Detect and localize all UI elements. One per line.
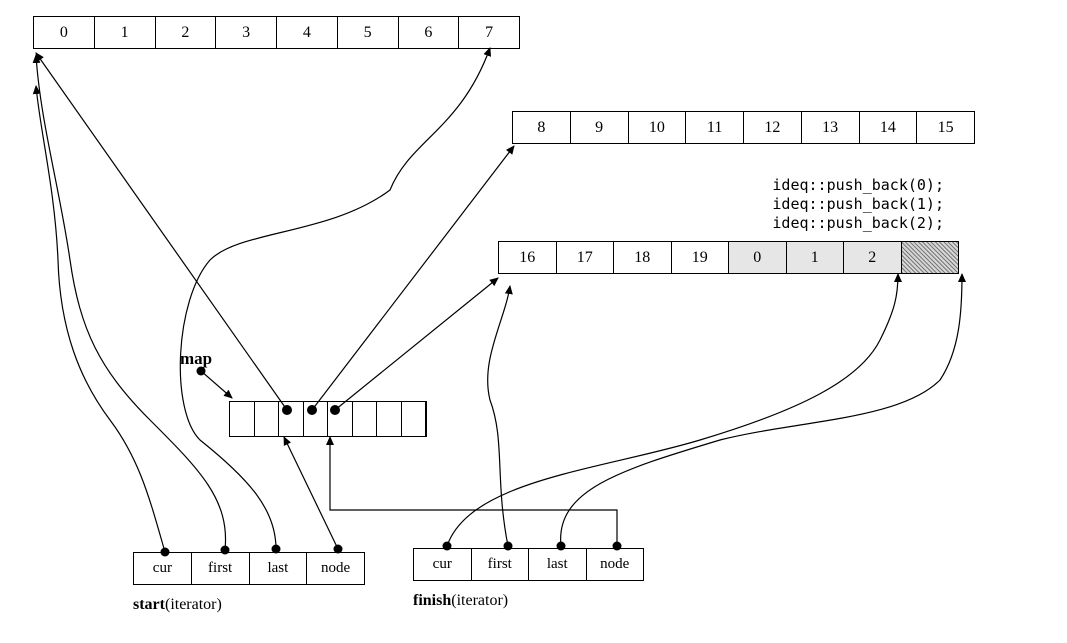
buffer-0-7: 0 1 2 3 4 5 6 7 — [33, 16, 520, 49]
code-line: ideq::push_back(1); — [772, 195, 944, 213]
code-line: ideq::push_back(0); — [772, 176, 944, 194]
map-slot — [402, 402, 426, 436]
start-cur-arrow — [32, 85, 166, 553]
iter-field-cur: cur — [134, 553, 192, 584]
start-cur-dot — [160, 547, 170, 557]
finish-first-dot — [503, 541, 513, 551]
map-slot-to-buffer2 — [311, 145, 515, 411]
buffer-cell: 18 — [614, 242, 672, 273]
start-last-dot — [271, 544, 281, 554]
start-iterator-label: start(iterator) — [133, 596, 222, 613]
buffer-cell: 3 — [216, 17, 277, 48]
map-slot-to-buffer1 — [35, 52, 288, 411]
map-slot — [304, 402, 328, 436]
buffer-cell: 17 — [557, 242, 614, 273]
finish-node-arrow — [326, 436, 618, 546]
iter-field-node: node — [600, 556, 630, 572]
buffer-cell: 2 — [156, 17, 217, 48]
buffer-cell: 13 — [802, 112, 860, 143]
buffer-cell: 9 — [571, 112, 629, 143]
start-iterator: cur first last node — [133, 552, 365, 585]
buffer-cell: 5 — [338, 17, 399, 48]
buffer-cell: 14 — [860, 112, 918, 143]
map-slot — [279, 402, 304, 436]
start-first-arrow — [32, 54, 227, 551]
iter-field-first: first — [472, 549, 529, 580]
buffer-cell: 12 — [744, 112, 802, 143]
map-slot — [377, 402, 402, 436]
iter-field-first: first — [192, 553, 250, 584]
start-node-arrow — [283, 436, 339, 550]
buffer-cell: 10 — [629, 112, 687, 143]
map-slot-dot — [282, 405, 292, 415]
iter-field-last: last — [529, 549, 587, 580]
map-slot — [353, 402, 377, 436]
map-slot-to-buffer3 — [334, 277, 499, 411]
map-slot-dot — [330, 405, 340, 415]
buffer-cell: 1 — [95, 17, 156, 48]
start-first-dot — [220, 545, 230, 555]
buffer-cell: 0 — [34, 17, 95, 48]
map-pointer-arrow — [200, 370, 233, 399]
buffer-cell: 6 — [399, 17, 460, 48]
empty-hatched-cell — [901, 242, 958, 273]
buffer-cell: 7 — [485, 23, 494, 41]
pushed-cell: 1 — [786, 242, 844, 273]
map-pointer-dot — [196, 366, 206, 376]
map-slot-dot — [307, 405, 317, 415]
finish-last-arrow — [560, 273, 966, 547]
buffer-cell: 8 — [513, 112, 571, 143]
push-back-code: ideq::push_back(0); ideq::push_back(1); … — [700, 176, 944, 233]
pushed-cell: 0 — [729, 242, 787, 273]
finish-last-dot — [556, 541, 566, 551]
map-array — [229, 401, 427, 437]
map-label: map — [180, 349, 213, 368]
start-last-arrow — [179, 47, 492, 550]
pushed-cell: 2 — [844, 242, 902, 273]
iter-field-node: node — [321, 560, 351, 576]
start-node-dot — [333, 544, 343, 554]
buffer-cell: 4 — [277, 17, 338, 48]
finish-cur-dot — [442, 541, 452, 551]
map-slot — [255, 402, 279, 436]
map-slot — [328, 402, 353, 436]
buffer-cell: 16 — [499, 242, 557, 273]
finish-iterator-label: finish(iterator) — [413, 592, 509, 609]
finish-cur-arrow — [446, 273, 902, 547]
code-line: ideq::push_back(2); — [772, 214, 944, 232]
buffer-cell: 19 — [672, 242, 729, 273]
finish-node-dot — [612, 541, 622, 551]
iter-field-cur: cur — [414, 549, 472, 580]
buffer-16-19-and-pushed: 16 17 18 19 0 1 2 — [498, 241, 959, 274]
buffer-cell: 11 — [686, 112, 744, 143]
finish-first-arrow — [487, 285, 513, 547]
buffer-cell: 15 — [937, 118, 954, 136]
finish-iterator: cur first last node — [413, 548, 644, 581]
iter-field-last: last — [250, 553, 308, 584]
map-slot — [230, 402, 255, 436]
buffer-8-15: 8 9 10 11 12 13 14 15 — [512, 111, 975, 144]
